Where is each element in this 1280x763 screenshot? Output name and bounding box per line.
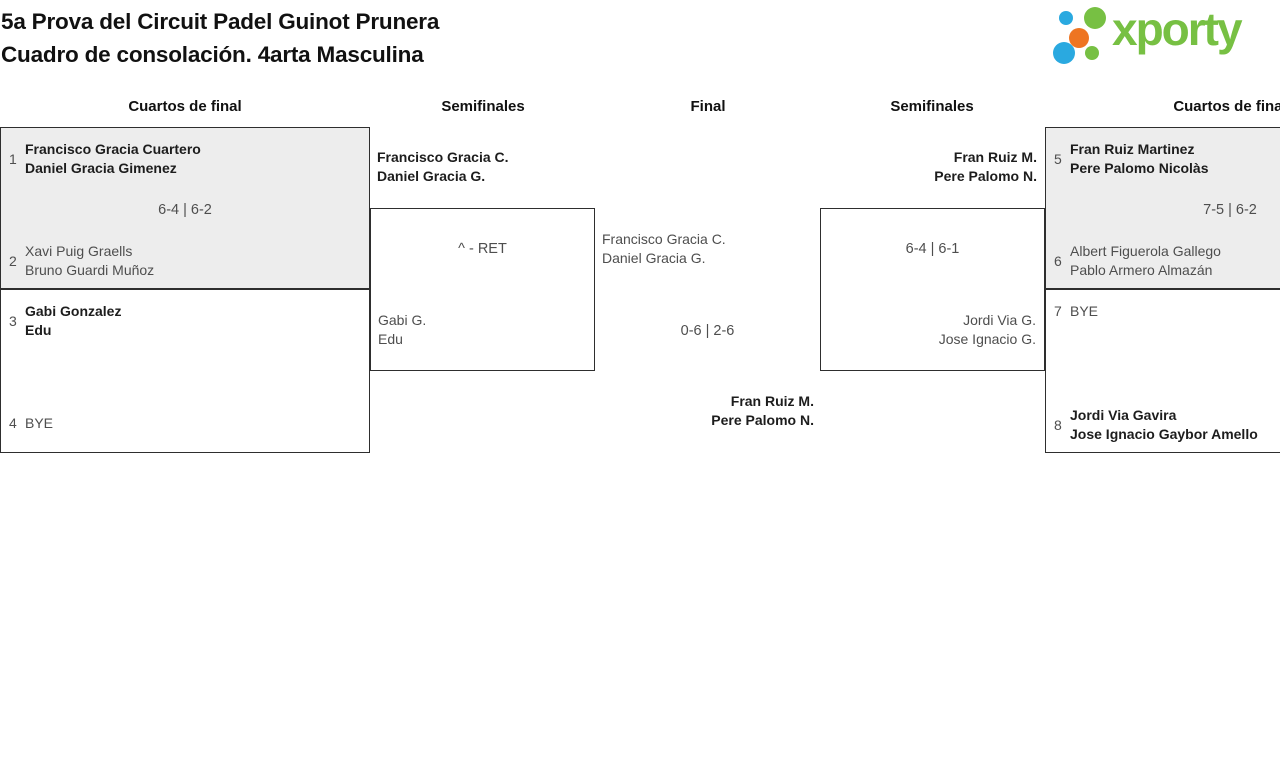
player-name: Gabi G. xyxy=(378,312,427,328)
team-seed-6[interactable]: 6 Albert Figuerola Gallego Pablo Armero … xyxy=(1054,242,1280,280)
final-winner-team[interactable]: Fran Ruiz M. Pere Palomo N. xyxy=(599,392,814,430)
player-name: Daniel Gracia G. xyxy=(602,250,706,266)
page-title: 5a Prova del Circuit Padel Guinot Pruner… xyxy=(1,5,439,71)
logo-dot-green-small-icon xyxy=(1085,46,1099,60)
match-sf1: ^ - RET Gabi G. Edu xyxy=(370,208,595,371)
xporty-logo[interactable]: xporty xyxy=(1046,0,1280,75)
round-header-semis-right: Semifinales xyxy=(890,98,974,115)
player-name: Fran Ruiz Martinez xyxy=(1070,141,1195,157)
match-sf2: 6-4 | 6-1 Jordi Via G. Jose Ignacio G. xyxy=(820,208,1045,371)
logo-wordmark: xporty xyxy=(1112,3,1243,55)
logo-dot-blue-small-icon xyxy=(1059,11,1073,25)
player-name: Jose Ignacio G. xyxy=(938,331,1036,347)
round-header-quarters-left: Cuartos de final xyxy=(128,98,242,115)
logo-dot-orange-icon xyxy=(1069,28,1089,48)
draw-name: Cuadro de consolación. 4arta Masculina xyxy=(1,42,424,67)
player-name: Edu xyxy=(378,331,403,347)
player-name: Edu xyxy=(25,322,52,338)
seed-number: 3 xyxy=(9,313,17,329)
team-seed-5[interactable]: 5 Fran Ruiz Martinez Pere Palomo Nicolàs xyxy=(1054,140,1280,178)
player-name: Jose Ignacio Gaybor Amello xyxy=(1070,426,1258,442)
player-name: Jordi Via G. xyxy=(963,312,1036,328)
match-qf4: 7 BYE 8 Jordi Via Gavira Jose Ignacio Ga… xyxy=(1045,289,1280,453)
player-name: Francisco Gracia C. xyxy=(377,149,509,165)
team-seed-7-bye: 7 BYE xyxy=(1054,302,1280,332)
match-qf1: 1 Francisco Gracia Cuartero Daniel Graci… xyxy=(0,127,370,289)
player-name: Fran Ruiz M. xyxy=(953,149,1037,165)
player-name: Gabi Gonzalez xyxy=(25,303,122,319)
sf2-loser-team[interactable]: Jordi Via G. Jose Ignacio G. xyxy=(939,311,1036,349)
match-score: ^ - RET xyxy=(458,241,507,257)
seed-number: 6 xyxy=(1054,253,1062,269)
player-name: Pablo Armero Almazán xyxy=(1070,262,1213,278)
seed-number: 7 xyxy=(1054,303,1062,319)
player-name: Daniel Gracia Gimenez xyxy=(25,160,177,176)
player-name: Pere Palomo Nicolàs xyxy=(1070,160,1209,176)
player-name: Francisco Gracia Cuartero xyxy=(25,141,201,157)
team-seed-8[interactable]: 8 Jordi Via Gavira Jose Ignacio Gaybor A… xyxy=(1054,406,1280,444)
seed-number: 2 xyxy=(9,253,17,269)
team-seed-4-bye: 4 BYE xyxy=(9,414,361,444)
bye-label: BYE xyxy=(25,415,54,431)
logo-dot-green-large-icon xyxy=(1084,7,1106,29)
match-score: 6-4 | 6-2 xyxy=(158,202,212,218)
match-score xyxy=(9,340,361,414)
round-header-final: Final xyxy=(690,98,726,115)
sf1-winner-team[interactable]: Francisco Gracia C. Daniel Gracia G. xyxy=(377,148,592,186)
seed-number: 8 xyxy=(1054,417,1062,433)
final-team-a[interactable]: Francisco Gracia C. Daniel Gracia G. xyxy=(602,230,817,268)
match-score xyxy=(1054,332,1280,406)
team-seed-2[interactable]: 2 Xavi Puig Graells Bruno Guardi Muñoz xyxy=(9,242,361,280)
team-seed-1[interactable]: 1 Francisco Gracia Cuartero Daniel Graci… xyxy=(9,140,361,178)
bye-label: BYE xyxy=(1070,303,1099,319)
team-seed-3[interactable]: 3 Gabi Gonzalez Edu xyxy=(9,302,361,340)
final-score: 0-6 | 2-6 xyxy=(680,323,735,339)
match-score: 6-4 | 6-1 xyxy=(905,241,960,257)
match-qf2: 3 Gabi Gonzalez Edu 4 BYE xyxy=(0,289,370,453)
player-name: Pere Palomo N. xyxy=(934,168,1037,184)
seed-number: 5 xyxy=(1054,151,1062,167)
sf2-winner-team[interactable]: Fran Ruiz M. Pere Palomo N. xyxy=(822,148,1037,186)
player-name: Albert Figuerola Gallego xyxy=(1070,243,1221,259)
seed-number: 1 xyxy=(9,151,17,167)
round-header-quarters-right: Cuartos de final xyxy=(1173,98,1280,115)
sf1-loser-team[interactable]: Gabi G. Edu xyxy=(378,311,426,349)
tournament-name: 5a Prova del Circuit Padel Guinot Pruner… xyxy=(1,9,440,34)
player-name: Fran Ruiz M. xyxy=(730,393,814,409)
match-qf3: 5 Fran Ruiz Martinez Pere Palomo Nicolàs… xyxy=(1045,127,1280,289)
player-name: Pere Palomo N. xyxy=(711,412,814,428)
seed-number: 4 xyxy=(9,415,17,431)
player-name: Francisco Gracia C. xyxy=(602,231,726,247)
round-header-semis-left: Semifinales xyxy=(441,98,525,115)
match-score: 7-5 | 6-2 xyxy=(1203,202,1257,218)
player-name: Xavi Puig Graells xyxy=(25,243,133,259)
player-name: Daniel Gracia G. xyxy=(377,168,486,184)
player-name: Bruno Guardi Muñoz xyxy=(25,262,155,278)
player-name: Jordi Via Gavira xyxy=(1070,407,1177,423)
logo-dot-blue-large-icon xyxy=(1053,42,1075,64)
